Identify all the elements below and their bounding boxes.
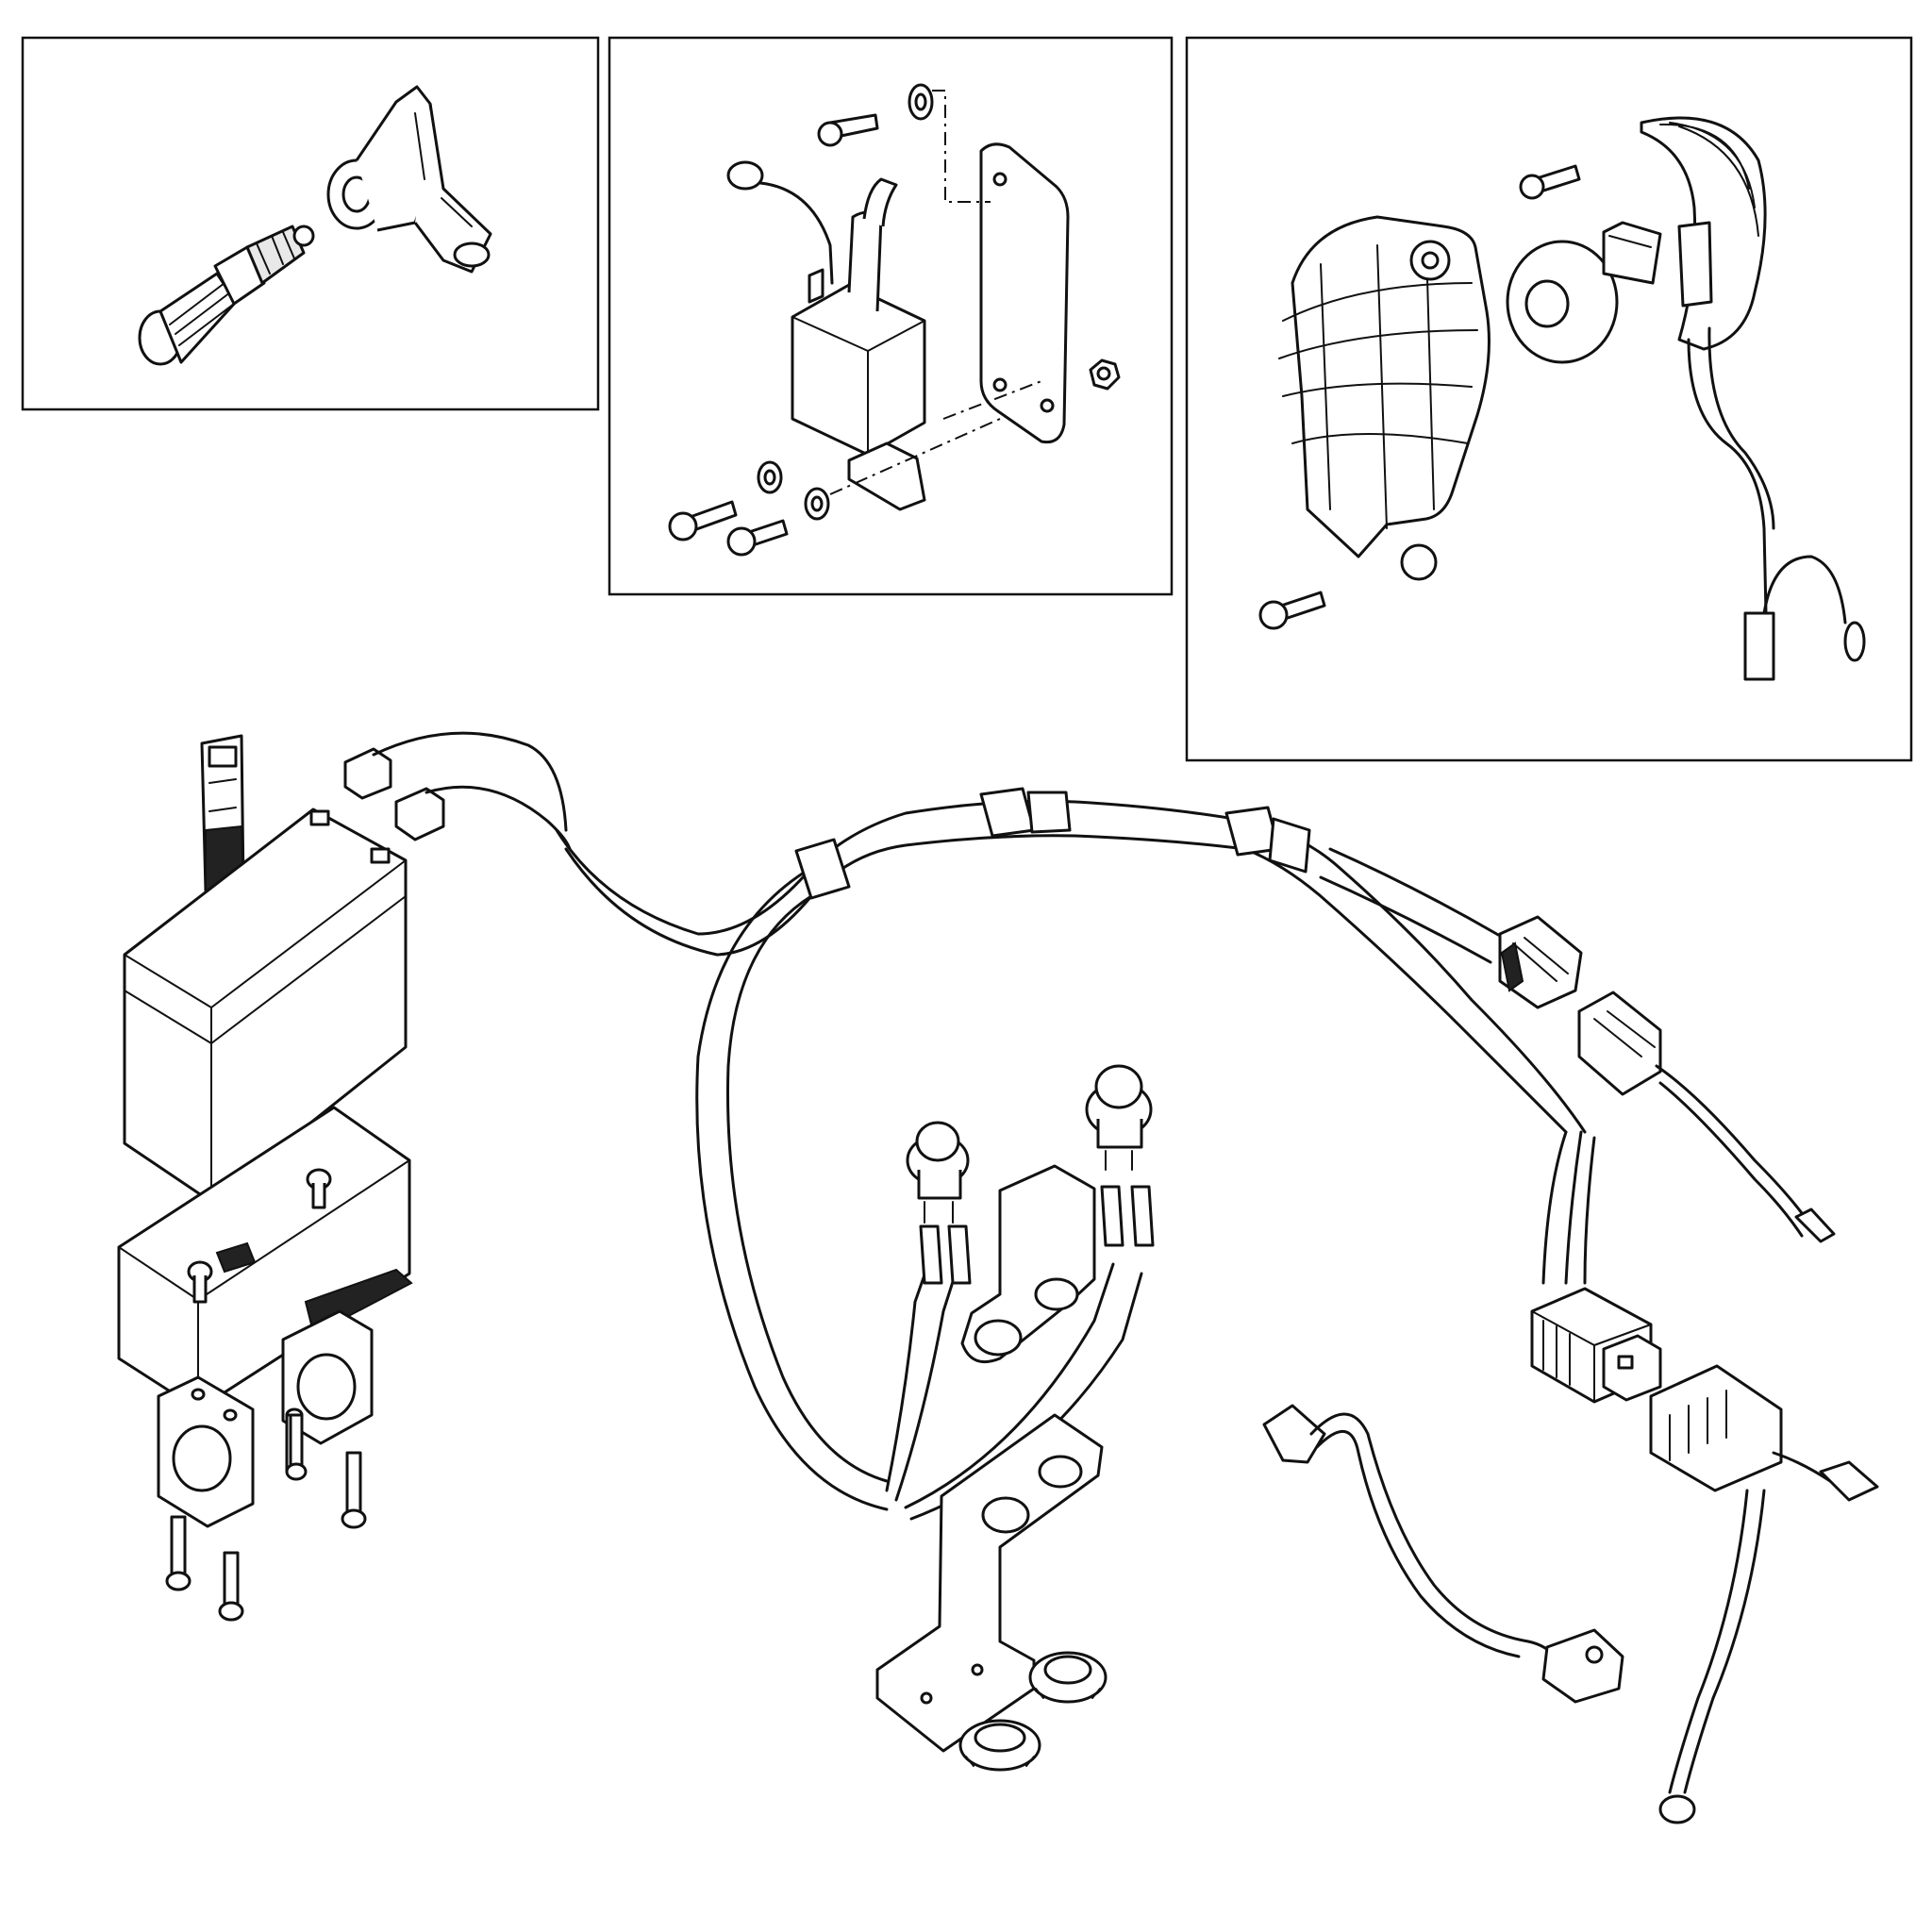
ground-lead [726, 160, 834, 285]
panel-frame [1185, 36, 1913, 762]
battery-terminal-connectors [343, 731, 572, 851]
ignition-coil [791, 177, 926, 511]
handlebar-clamp-upper [281, 1309, 374, 1445]
flywheel-rotor [1640, 116, 1767, 351]
spark-plug-panel [21, 36, 600, 411]
lock-nut-1 [1028, 1651, 1108, 1704]
ignition-coil-panel [608, 36, 1174, 596]
stator-cover [1278, 215, 1491, 581]
cover-bolts [1258, 164, 1581, 630]
wire-lead [1687, 326, 1866, 681]
panel-frame [21, 36, 600, 411]
switch-bracket-lower [875, 1413, 1104, 1753]
harness-connector [1498, 915, 1583, 1009]
sensor-lead [1262, 1404, 1624, 1704]
stator-panel [1185, 36, 1913, 762]
pickup-coil [1506, 221, 1662, 364]
leader-line [829, 418, 1001, 495]
spark-plug [138, 225, 315, 366]
wiring-harness [555, 787, 1596, 1511]
handlebar-clamp-lower [157, 1375, 255, 1528]
leader-line [942, 380, 1042, 420]
switch-bracket-upper [960, 1164, 1096, 1363]
clamp-bolts [165, 1407, 367, 1622]
battery-box [117, 1106, 411, 1411]
mating-connector [1577, 991, 1836, 1243]
coil-bolts [668, 113, 879, 557]
nut [1089, 358, 1121, 391]
strap-lower [304, 1268, 413, 1326]
battery [123, 808, 408, 1204]
coil-mounting-plate [979, 142, 1070, 444]
multi-pin-connector [1530, 1287, 1662, 1404]
push-switch-2 [1085, 1064, 1153, 1171]
washers [757, 83, 934, 521]
spark-plug-cap [326, 85, 492, 274]
leader-line [932, 90, 991, 203]
power-connector [1649, 1364, 1879, 1824]
push-switch-1 [906, 1121, 970, 1224]
lock-nut-2 [958, 1719, 1041, 1772]
